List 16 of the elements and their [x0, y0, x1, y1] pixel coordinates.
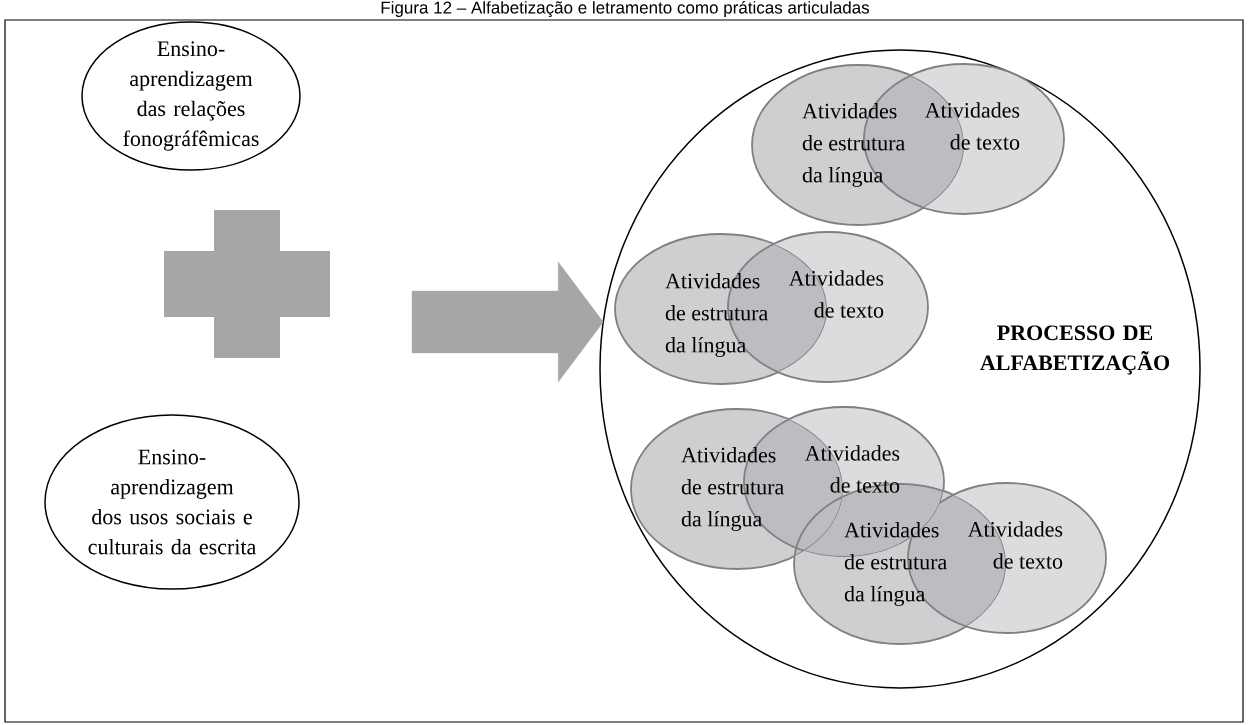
ellipse [44, 414, 300, 590]
node-text: Atividades de texto [804, 445, 900, 493]
node-text: Atividades de estrutura da língua [665, 273, 768, 357]
node-text: Atividades de estrutura da língua [802, 103, 905, 187]
ellipse [81, 21, 301, 171]
node-text: Ensino-aprendizagem das relações fonográfêmicas [123, 41, 259, 151]
node-text: Atividades de texto [788, 270, 884, 318]
node-text: Ensino-aprendizagem dos usos sociais e culturais da escrita [88, 449, 256, 555]
figure-title: Figura 12 – Alfabetização e letramento como práticas articuladas [381, 0, 870, 18]
plus-sign [164, 210, 330, 358]
block-arrow [411, 261, 604, 383]
node-text: Atividades de estrutura da língua [681, 447, 784, 531]
node-text: PROCESSO DE ALFABETIZAÇÃO [980, 325, 1170, 375]
node-text: Atividades de estrutura da língua [844, 522, 947, 606]
node-text: Atividades de texto [967, 521, 1063, 569]
node-text: Atividades de texto [924, 102, 1020, 150]
